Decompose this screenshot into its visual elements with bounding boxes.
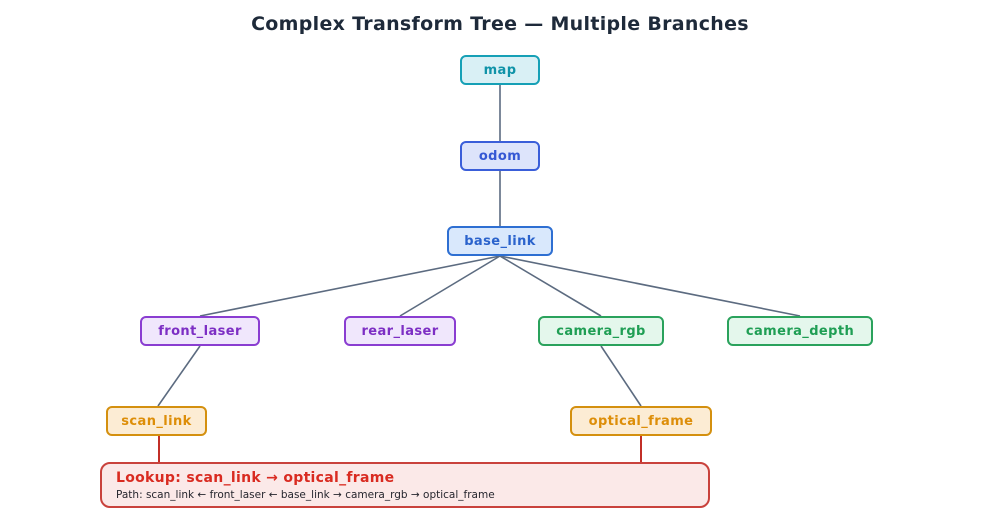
edge-base-link-rear-laser <box>399 255 501 317</box>
node-label-camera-depth: camera_depth <box>745 323 855 339</box>
edge-camera-rgb-optical-frame <box>600 345 642 407</box>
edge-base-link-camera-depth <box>499 255 801 317</box>
node-label-front-laser: front_laser <box>158 323 242 339</box>
tree-node-base-link: base_link <box>447 226 553 256</box>
tree-node-optical-frame: optical_frame <box>570 406 712 436</box>
lookup-result-box: Lookup: scan_link → optical_frame Path: … <box>100 462 710 508</box>
node-label-base-link: base_link <box>464 233 536 249</box>
tree-node-odom: odom <box>460 141 540 171</box>
tree-node-rear-laser: rear_laser <box>344 316 456 346</box>
edge-front-laser-scan-link <box>157 345 201 407</box>
edge-base-link-front-laser <box>199 255 501 317</box>
node-label-odom: odom <box>478 148 522 164</box>
tree-node-camera-rgb: camera_rgb <box>538 316 664 346</box>
node-label-rear-laser: rear_laser <box>361 323 439 339</box>
tree-node-front-laser: front_laser <box>140 316 260 346</box>
lookup-title: Lookup: scan_link → optical_frame <box>116 470 395 486</box>
node-label-scan-link: scan_link <box>121 413 192 429</box>
node-label-optical-frame: optical_frame <box>588 413 694 429</box>
node-label-map: map <box>483 62 517 78</box>
tree-node-camera-depth: camera_depth <box>727 316 873 346</box>
lookup-path: Path: scan_link ← front_laser ← base_lin… <box>116 489 495 501</box>
tree-node-map: map <box>460 55 540 85</box>
edge-base-link-camera-rgb <box>499 255 602 317</box>
node-label-camera-rgb: camera_rgb <box>556 323 646 339</box>
tree-node-scan-link: scan_link <box>106 406 207 436</box>
page-title: Complex Transform Tree — Multiple Branch… <box>251 13 749 35</box>
